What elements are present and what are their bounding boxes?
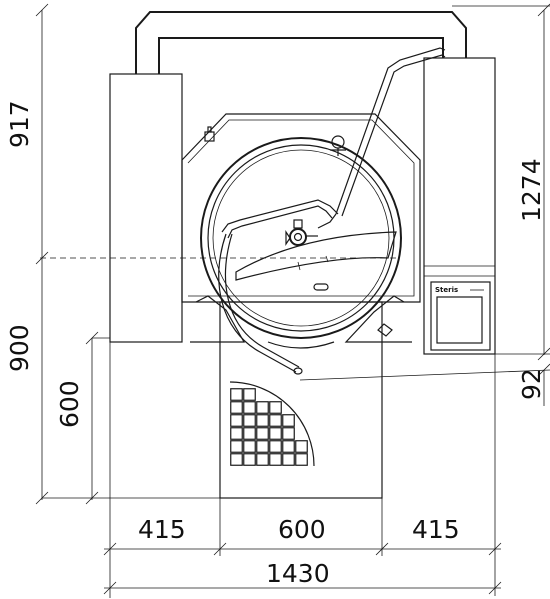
grid-cell: [256, 427, 269, 440]
grid-cell: [295, 453, 308, 466]
grid-cell: [243, 388, 256, 401]
right-dimensions: [299, 3, 550, 406]
supply-pipe: [317, 47, 446, 229]
left-dimensions: [35, 3, 220, 505]
grid-cell: [282, 440, 295, 453]
dim-bottom-right: 415: [412, 515, 460, 544]
grid-panel: [229, 381, 315, 467]
grid-cell: [269, 427, 282, 440]
grid-cell: [282, 427, 295, 440]
grid-cell: [243, 401, 256, 414]
drain-pipe: [218, 199, 339, 375]
drum-door: [200, 137, 402, 339]
grid-cell: [230, 440, 243, 453]
dim-left-inner: 600: [55, 380, 84, 428]
dim-right-upper: 1274: [517, 158, 546, 222]
dim-bottom-middle: 600: [278, 515, 326, 544]
grid-cell: [243, 427, 256, 440]
machine-body: [181, 113, 421, 303]
control-panel: [430, 281, 491, 351]
control-panel-brand: Steris: [435, 286, 458, 294]
base-plinth: [219, 301, 383, 499]
grid-cell: [230, 453, 243, 466]
grid-cell: [282, 453, 295, 466]
grid-cell: [243, 414, 256, 427]
grid-cell: [256, 414, 269, 427]
dim-right-lower: 92: [517, 368, 546, 400]
center-valve: [285, 219, 318, 246]
grid-cell: [256, 453, 269, 466]
control-panel-screen: [436, 296, 483, 344]
grid-cell: [269, 401, 282, 414]
grid-cell: [269, 440, 282, 453]
grid-cell: [243, 440, 256, 453]
dim-left-lower: 900: [5, 324, 34, 372]
grid-cell: [282, 414, 295, 427]
right-cabinet: Steris: [423, 57, 496, 355]
grid-cell: [230, 388, 243, 401]
dim-bottom-left: 415: [138, 515, 186, 544]
grid-cell: [230, 427, 243, 440]
grid-cell: [269, 414, 282, 427]
left-cabinet: [109, 73, 183, 343]
grid-cell: [256, 401, 269, 414]
grid-cell: [243, 453, 256, 466]
grid-cell: [256, 440, 269, 453]
grid-cell: [230, 414, 243, 427]
top-pipe-frame: [135, 11, 467, 74]
lower-rails: [190, 295, 412, 349]
grid-cell: [269, 453, 282, 466]
grid-cell: [230, 401, 243, 414]
bottom-dimensions: [103, 342, 502, 598]
grid-cell: [295, 440, 308, 453]
dim-bottom-total: 1430: [266, 559, 330, 588]
dim-left-upper: 917: [5, 100, 34, 148]
